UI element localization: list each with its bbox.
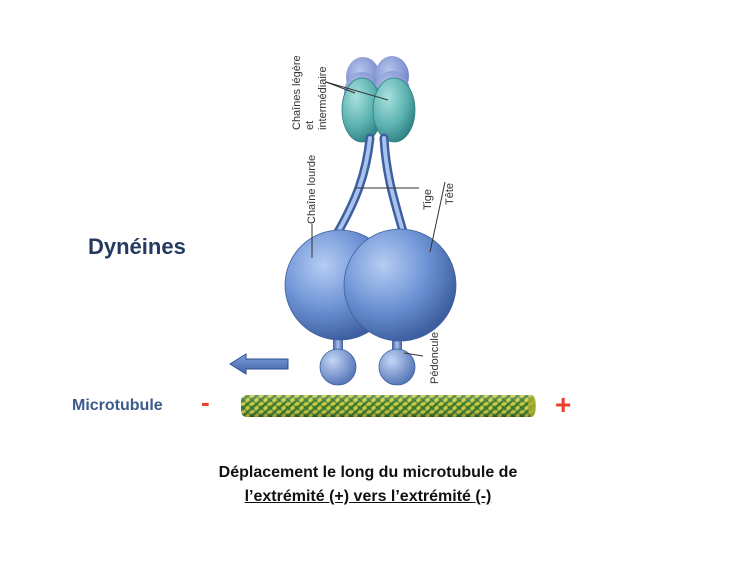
diagram-title: Dynéines [88, 234, 186, 259]
microtubule-label: Microtubule [72, 397, 163, 414]
peduncles [319, 330, 416, 386]
microtubule [241, 395, 536, 417]
label-head: Tête [444, 183, 456, 205]
structure-labels: Chaînes légère et intermédiaire Chaîne l… [291, 55, 456, 384]
motor-heads [284, 228, 457, 342]
light-intermediate-chains [341, 56, 416, 143]
caption-line-2: l’extrémité (+) vers l’extrémité (-) [244, 488, 492, 505]
label-heavy-chain: Chaîne lourde [306, 155, 318, 224]
leader-lines [311, 81, 446, 357]
label-stalk: Tige [422, 189, 434, 210]
label-light-chains-intermediate: intermédiaire [317, 66, 329, 130]
movement-caption: Déplacement le long du microtubule de l’… [168, 461, 568, 509]
label-light-chains: Chaînes légère [291, 55, 303, 130]
minus-end-sign: - [201, 387, 210, 417]
label-light-chains-et: et [304, 121, 316, 130]
plus-end-sign: + [555, 389, 572, 420]
caption-line-1: Déplacement le long du microtubule de [218, 464, 518, 481]
arrow-left-icon [229, 353, 289, 375]
label-peduncle: Pédoncule [429, 332, 441, 384]
stalks [333, 133, 409, 240]
